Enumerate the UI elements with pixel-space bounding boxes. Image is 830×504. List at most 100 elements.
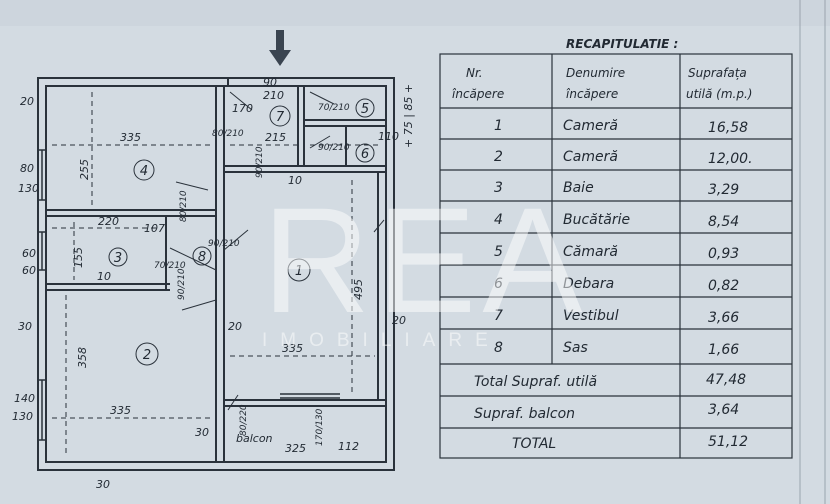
row-6-area: 0,82 [708, 278, 739, 294]
header-name-line1: Denumire [566, 66, 625, 80]
dim-10-a: 10 [97, 270, 111, 283]
dim-30-b: 30 [195, 426, 209, 439]
room-marker-3 [108, 247, 128, 267]
dim-75-85: + 75 | 85 + [402, 84, 415, 148]
balcony-area-label: Supraf. balcon [474, 406, 575, 422]
balcony-label: balcon [236, 432, 273, 445]
row-3-nr: 3 [494, 180, 503, 196]
door-80-210-b: 80/210 [179, 190, 189, 222]
row-1-area: 16,58 [708, 120, 748, 136]
entrance-arrow [269, 30, 291, 66]
dim-210-top: 210 [263, 89, 284, 102]
balcony-area-value: 3,64 [708, 402, 739, 418]
plan-windows [38, 149, 340, 441]
row-2-name: Cameră [563, 149, 618, 165]
door-107: 107 [144, 222, 165, 235]
dim-112: 112 [338, 440, 359, 453]
dim-60-a: 60 [22, 247, 36, 260]
header-area-line1: Suprafața [688, 66, 747, 80]
row-8-name: Sas [563, 340, 588, 356]
room-marker-4 [133, 159, 155, 181]
room-marker-2 [135, 342, 159, 366]
dim-110: 110 [378, 130, 399, 143]
row-8-area: 1,66 [708, 342, 739, 358]
grand-total-value: 51,12 [708, 434, 748, 450]
watermark: REA IMOBILIARE [262, 176, 588, 351]
dim-10-b: 10 [288, 174, 302, 187]
dim-255: 255 [78, 159, 91, 180]
room-number-7: 7 [276, 110, 285, 125]
row-2-nr: 2 [494, 149, 503, 165]
row-5-nr: 5 [494, 244, 503, 260]
dim-30-a: 30 [18, 320, 32, 333]
plan-walls [37, 77, 395, 471]
dim-335-top: 335 [120, 131, 141, 144]
dim-20-c: 20 [392, 314, 406, 327]
dim-220: 220 [98, 215, 119, 228]
row-3-name: Baie [563, 180, 594, 196]
header-nr-line1: Nr. [466, 66, 483, 80]
room-number-4: 4 [140, 164, 148, 179]
door-80-210: 80/210 [212, 129, 244, 139]
dim-358: 358 [76, 347, 89, 368]
header-area-line2: utilă (m.p.) [686, 87, 752, 101]
dim-140: 140 [14, 392, 35, 405]
door-90-210-c: 90/210 [318, 143, 350, 153]
watermark-sub: IMOBILIARE [262, 330, 501, 351]
summary-totals: Total Supraf. utilă 47,48 Supraf. balcon… [474, 372, 748, 452]
dim-20-b: 20 [228, 320, 242, 333]
dim-495: 495 [352, 279, 365, 300]
dim-335-room1: 335 [282, 342, 303, 355]
room-number-8: 8 [198, 250, 206, 265]
door-90-210-d: 90/210 [177, 268, 187, 300]
header-name-line2: încăpere [566, 87, 618, 101]
row-3-area: 3,29 [708, 182, 739, 198]
dim-335-room2: 335 [110, 404, 131, 417]
dim-20-a: 20 [20, 95, 34, 108]
dim-130-a: 130 [12, 410, 33, 423]
row-1-nr: 1 [494, 118, 503, 134]
total-usable-value: 47,48 [706, 372, 746, 388]
row-5-area: 0,93 [708, 246, 739, 262]
room-marker-1 [287, 258, 311, 282]
room-marker-8 [192, 246, 212, 266]
door-70-210-b: 70/210 [318, 103, 350, 113]
door-80-220: 80/220 [239, 404, 249, 436]
room-marker-6 [355, 143, 375, 163]
room-marker-7 [269, 105, 291, 127]
row-4-area: 8,54 [708, 214, 739, 230]
dim-60-b: 60 [22, 264, 36, 277]
row-6-nr: 6 [494, 276, 503, 292]
door-70-210: 70/210 [154, 261, 186, 271]
summary-title: RECAPITULATIE : [566, 37, 678, 51]
door-90-210-a: 90/210 [255, 146, 265, 178]
row-7-name: Vestibul [563, 308, 619, 324]
door-90-210-b: 90/210 [208, 239, 240, 249]
room-marker-5 [355, 98, 375, 118]
dim-215: 215 [265, 131, 286, 144]
row-4-nr: 4 [494, 212, 503, 228]
room-number-3: 3 [114, 251, 122, 266]
paper-top-band [0, 0, 830, 26]
dim-155: 155 [72, 247, 85, 268]
dim-130-b: 130 [18, 182, 39, 195]
summary-rows: 1 Cameră 16,58 2 Cameră 12,00. 3 Baie 3,… [494, 118, 753, 358]
row-4-name: Bucătărie [563, 212, 630, 228]
row-1-name: Cameră [563, 118, 618, 134]
row-5-name: Cămară [563, 244, 618, 260]
total-usable-label: Total Supraf. utilă [474, 374, 597, 390]
row-2-area: 12,00. [708, 151, 753, 167]
watermark-brand: REA [262, 176, 588, 344]
dim-325: 325 [285, 442, 306, 455]
dim-80-a: 80 [20, 162, 34, 175]
header-nr-line2: încăpere [452, 87, 504, 101]
row-7-nr: 7 [494, 308, 503, 324]
door-170-130: 170/130 [315, 408, 325, 446]
dim-30-c: 30 [96, 478, 110, 491]
row-7-area: 3,66 [708, 310, 739, 326]
grand-total-label: TOTAL [512, 436, 556, 452]
room-markers [108, 98, 375, 366]
